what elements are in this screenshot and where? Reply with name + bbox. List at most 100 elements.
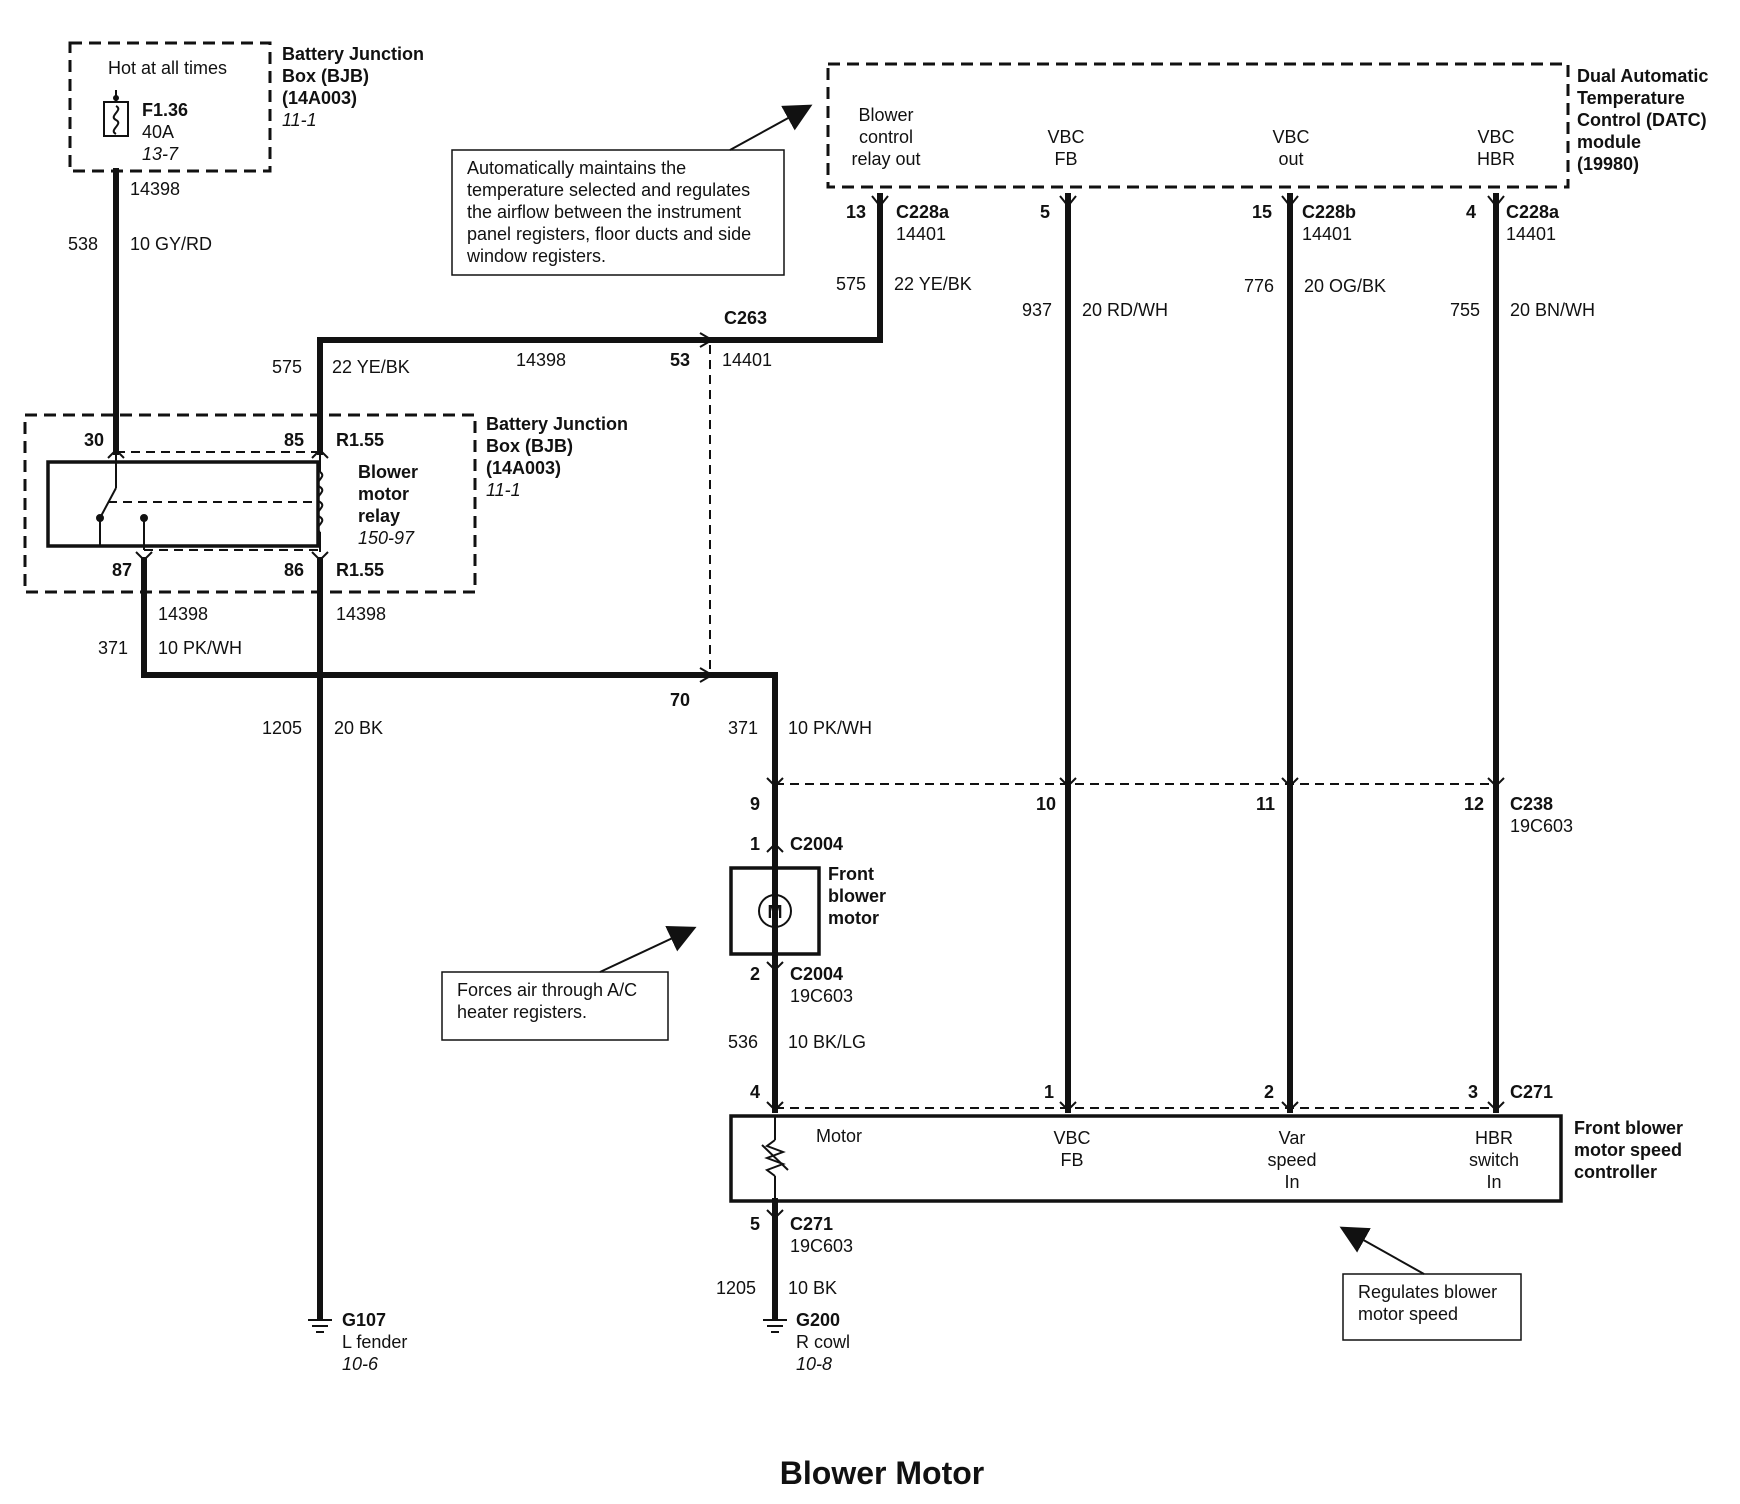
relay-page-ref: 150-97 [358,528,415,548]
motor-pin1-chevron [766,842,784,853]
wire-536-spec: 10 BK/LG [788,1032,866,1052]
motor-note-arrow [599,926,697,973]
c263-label: C263 [724,308,767,328]
controller-name-1: Front blower [1574,1118,1683,1138]
datc-name-5: (19980) [1577,154,1639,174]
relay-name-2: motor [358,484,409,504]
c263-pin-53: 53 [670,350,690,370]
datc-name-4: module [1577,132,1641,152]
datc-pin-4: 4 [1466,202,1476,222]
datc-conn-c228b-num: 14401 [1302,224,1352,244]
wire-575-left-spec: 22 YE/BK [332,357,410,377]
motor-note-line-1: Forces air through A/C [457,980,637,1000]
datc-note-box [451,149,785,276]
controller-vbcfb-2: FB [1060,1150,1083,1170]
relay-top-chevrons [107,448,329,459]
wire-371-number: 371 [98,638,128,658]
datc-conn-c228a-2: C228a [1506,202,1560,222]
bjb-relay-name-2: Box (BJB) [486,436,573,456]
datc-name-2: Temperature [1577,88,1685,108]
c271-pin-4: 4 [750,1082,760,1102]
c271-bot-pin-5: 5 [750,1214,760,1234]
wire-371 [141,557,778,1113]
datc-pin-15: 15 [1252,202,1272,222]
ground-g107-name: G107 [342,1310,386,1330]
wire-937-spec: 20 RD/WH [1082,300,1168,320]
controller-var-1: Var [1279,1128,1306,1148]
datc-pin-vbchbr-1: VBC [1477,127,1514,147]
datc-name-1: Dual Automatic [1577,66,1708,86]
datc-note-line-2: temperature selected and regulates [467,180,750,200]
wire-538-spec: 10 GY/RD [130,234,212,254]
hot-at-all-times-label: Hot at all times [108,58,227,78]
pin70-wire-spec: 10 PK/WH [788,718,872,738]
ground-g200-location: R cowl [796,1332,850,1352]
wire-371-spec: 10 PK/WH [158,638,242,658]
front-blower-motor [729,866,821,956]
c271-pin-2: 2 [1264,1082,1274,1102]
relay-r155-top: R1.55 [336,430,384,450]
motor-pin2-chevron [766,961,784,972]
c238-chevrons [766,777,1505,788]
motor-pin-1: 1 [750,834,760,854]
datc-pin-blower-2: control [859,127,913,147]
wire-575-left-number: 575 [272,357,302,377]
controller-vbcfb-1: VBC [1053,1128,1090,1148]
fuse-id: F1.36 [142,100,188,120]
ground-g200-icon [763,1319,787,1333]
bjb-relay-box [23,413,477,594]
controller-var-3: In [1284,1172,1299,1192]
motor-c2004-bot-num: 19C603 [790,986,853,1006]
wire-1205-number: 1205 [262,718,302,738]
motor-c2004-bot: C2004 [790,964,843,984]
datc-note-line-4: panel registers, floor ducts and side [467,224,751,244]
bjb-relay-page-ref: 11-1 [486,480,521,500]
relay-pin-86: 86 [284,560,304,580]
wire-1205-spec: 20 BK [334,718,383,738]
controller-var-2: speed [1267,1150,1316,1170]
datc-pin-vbchbr-2: HBR [1477,149,1515,169]
wire-575-spec: 22 YE/BK [894,274,972,294]
pin70-wire-number: 371 [728,718,758,738]
wire-538-circuit: 14398 [130,179,180,199]
motor-symbol-letter: M [768,902,783,922]
variable-resistor-icon [761,1116,789,1201]
c238-num: 19C603 [1510,816,1573,836]
pin-70: 70 [670,690,690,710]
relay-bottom-chevrons [135,551,329,562]
c238-pin-9: 9 [750,794,760,814]
c238-pin-10: 10 [1036,794,1056,814]
wire-87-circuit: 14398 [158,604,208,624]
datc-pin-blower-1: Blower [858,105,913,125]
speed-note-line-1: Regulates blower [1358,1282,1497,1302]
relay-r155-bot: R1.55 [336,560,384,580]
relay-switch-icon [96,452,312,550]
diagram-title: Blower Motor [780,1455,984,1491]
datc-note-line-3: the airflow between the instrument [467,202,741,222]
controller-name-3: controller [1574,1162,1657,1182]
controller-name-2: motor speed [1574,1140,1682,1160]
c271-name: C271 [1510,1082,1553,1102]
wire-937-number: 937 [1022,300,1052,320]
wire-755-number: 755 [1450,300,1480,320]
wire-575-top [317,193,883,455]
ground-g107-page-ref: 10-6 [342,1354,379,1374]
datc-pin-vbcfb-1: VBC [1047,127,1084,147]
datc-conn-c228a-1: C228a [896,202,950,222]
pin70-arrow [699,667,714,683]
motor-symbol-icon [758,894,792,928]
datc-conn-c228a-2-num: 14401 [1506,224,1556,244]
datc-note-line-5: window registers. [466,246,606,266]
fuse-page-ref: 13-7 [142,144,179,164]
datc-pin-5: 5 [1040,202,1050,222]
motor-name-3: motor [828,908,879,928]
wire-575-number: 575 [836,274,866,294]
c271-pin-3: 3 [1468,1082,1478,1102]
datc-pin-13: 13 [846,202,866,222]
c238-pin-12: 12 [1464,794,1484,814]
datc-pin-vbcout-1: VBC [1272,127,1309,147]
c263-circuit: 14398 [516,350,566,370]
front-blower-motor-speed-controller [729,1114,1563,1203]
wire-755-spec: 20 BN/WH [1510,300,1595,320]
motor-c2004-top: C2004 [790,834,843,854]
